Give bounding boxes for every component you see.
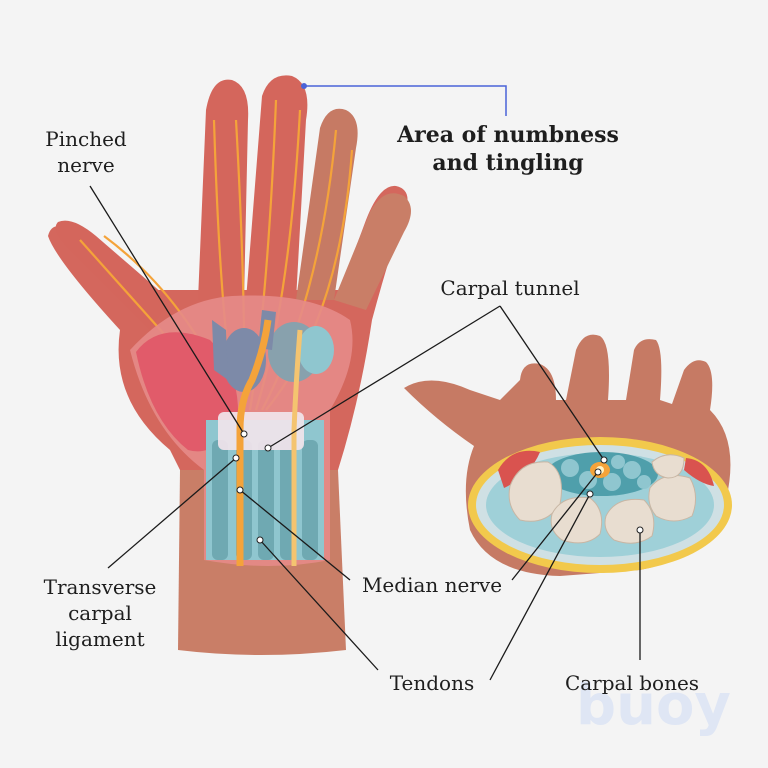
ulnar-nerve	[291, 329, 303, 566]
median-nerve	[236, 319, 272, 566]
label-transverse-line3: ligament	[55, 627, 144, 651]
label-carpal-tunnel: Carpal tunnel	[440, 276, 579, 300]
finger-index	[198, 79, 249, 300]
leader-median-left	[239, 489, 351, 581]
leader-median-right	[511, 471, 599, 581]
label-carpal-bones: Carpal bones	[565, 671, 699, 695]
label-area-line2: and tingling	[432, 150, 583, 176]
leader-transverse	[107, 457, 237, 569]
leader-carpal-tunnel-left	[267, 305, 501, 449]
label-tendons: Tendons	[390, 671, 475, 695]
cross-section-illustration	[404, 334, 732, 576]
label-area-line1: Area of numbness	[396, 122, 619, 148]
muscle-right	[684, 458, 714, 486]
label-pinched-line2: nerve	[57, 153, 114, 177]
label-pinched-line1: Pinched	[45, 127, 127, 151]
label-transverse-line2: carpal	[68, 601, 132, 625]
label-median-nerve: Median nerve	[362, 573, 502, 597]
leader-pinched-nerve	[89, 185, 245, 435]
leader-carpal-tunnel-right	[499, 305, 605, 461]
labels: Area of numbness and tingling Pinched ne…	[44, 122, 699, 695]
leader-tendons-right	[489, 493, 591, 681]
label-transverse-line1: Transverse	[44, 575, 157, 599]
leader-lines	[89, 83, 644, 681]
watermark-logo: buoy	[576, 673, 731, 738]
leader-numbness	[304, 85, 507, 116]
tunnel-tendons	[561, 455, 651, 491]
tendons-group	[212, 440, 318, 560]
finger-middle	[246, 75, 308, 300]
muscle-left	[498, 450, 540, 488]
finger-pinky	[334, 193, 411, 310]
leader-tendons-left	[259, 539, 379, 671]
transverse-ligament	[218, 412, 304, 450]
